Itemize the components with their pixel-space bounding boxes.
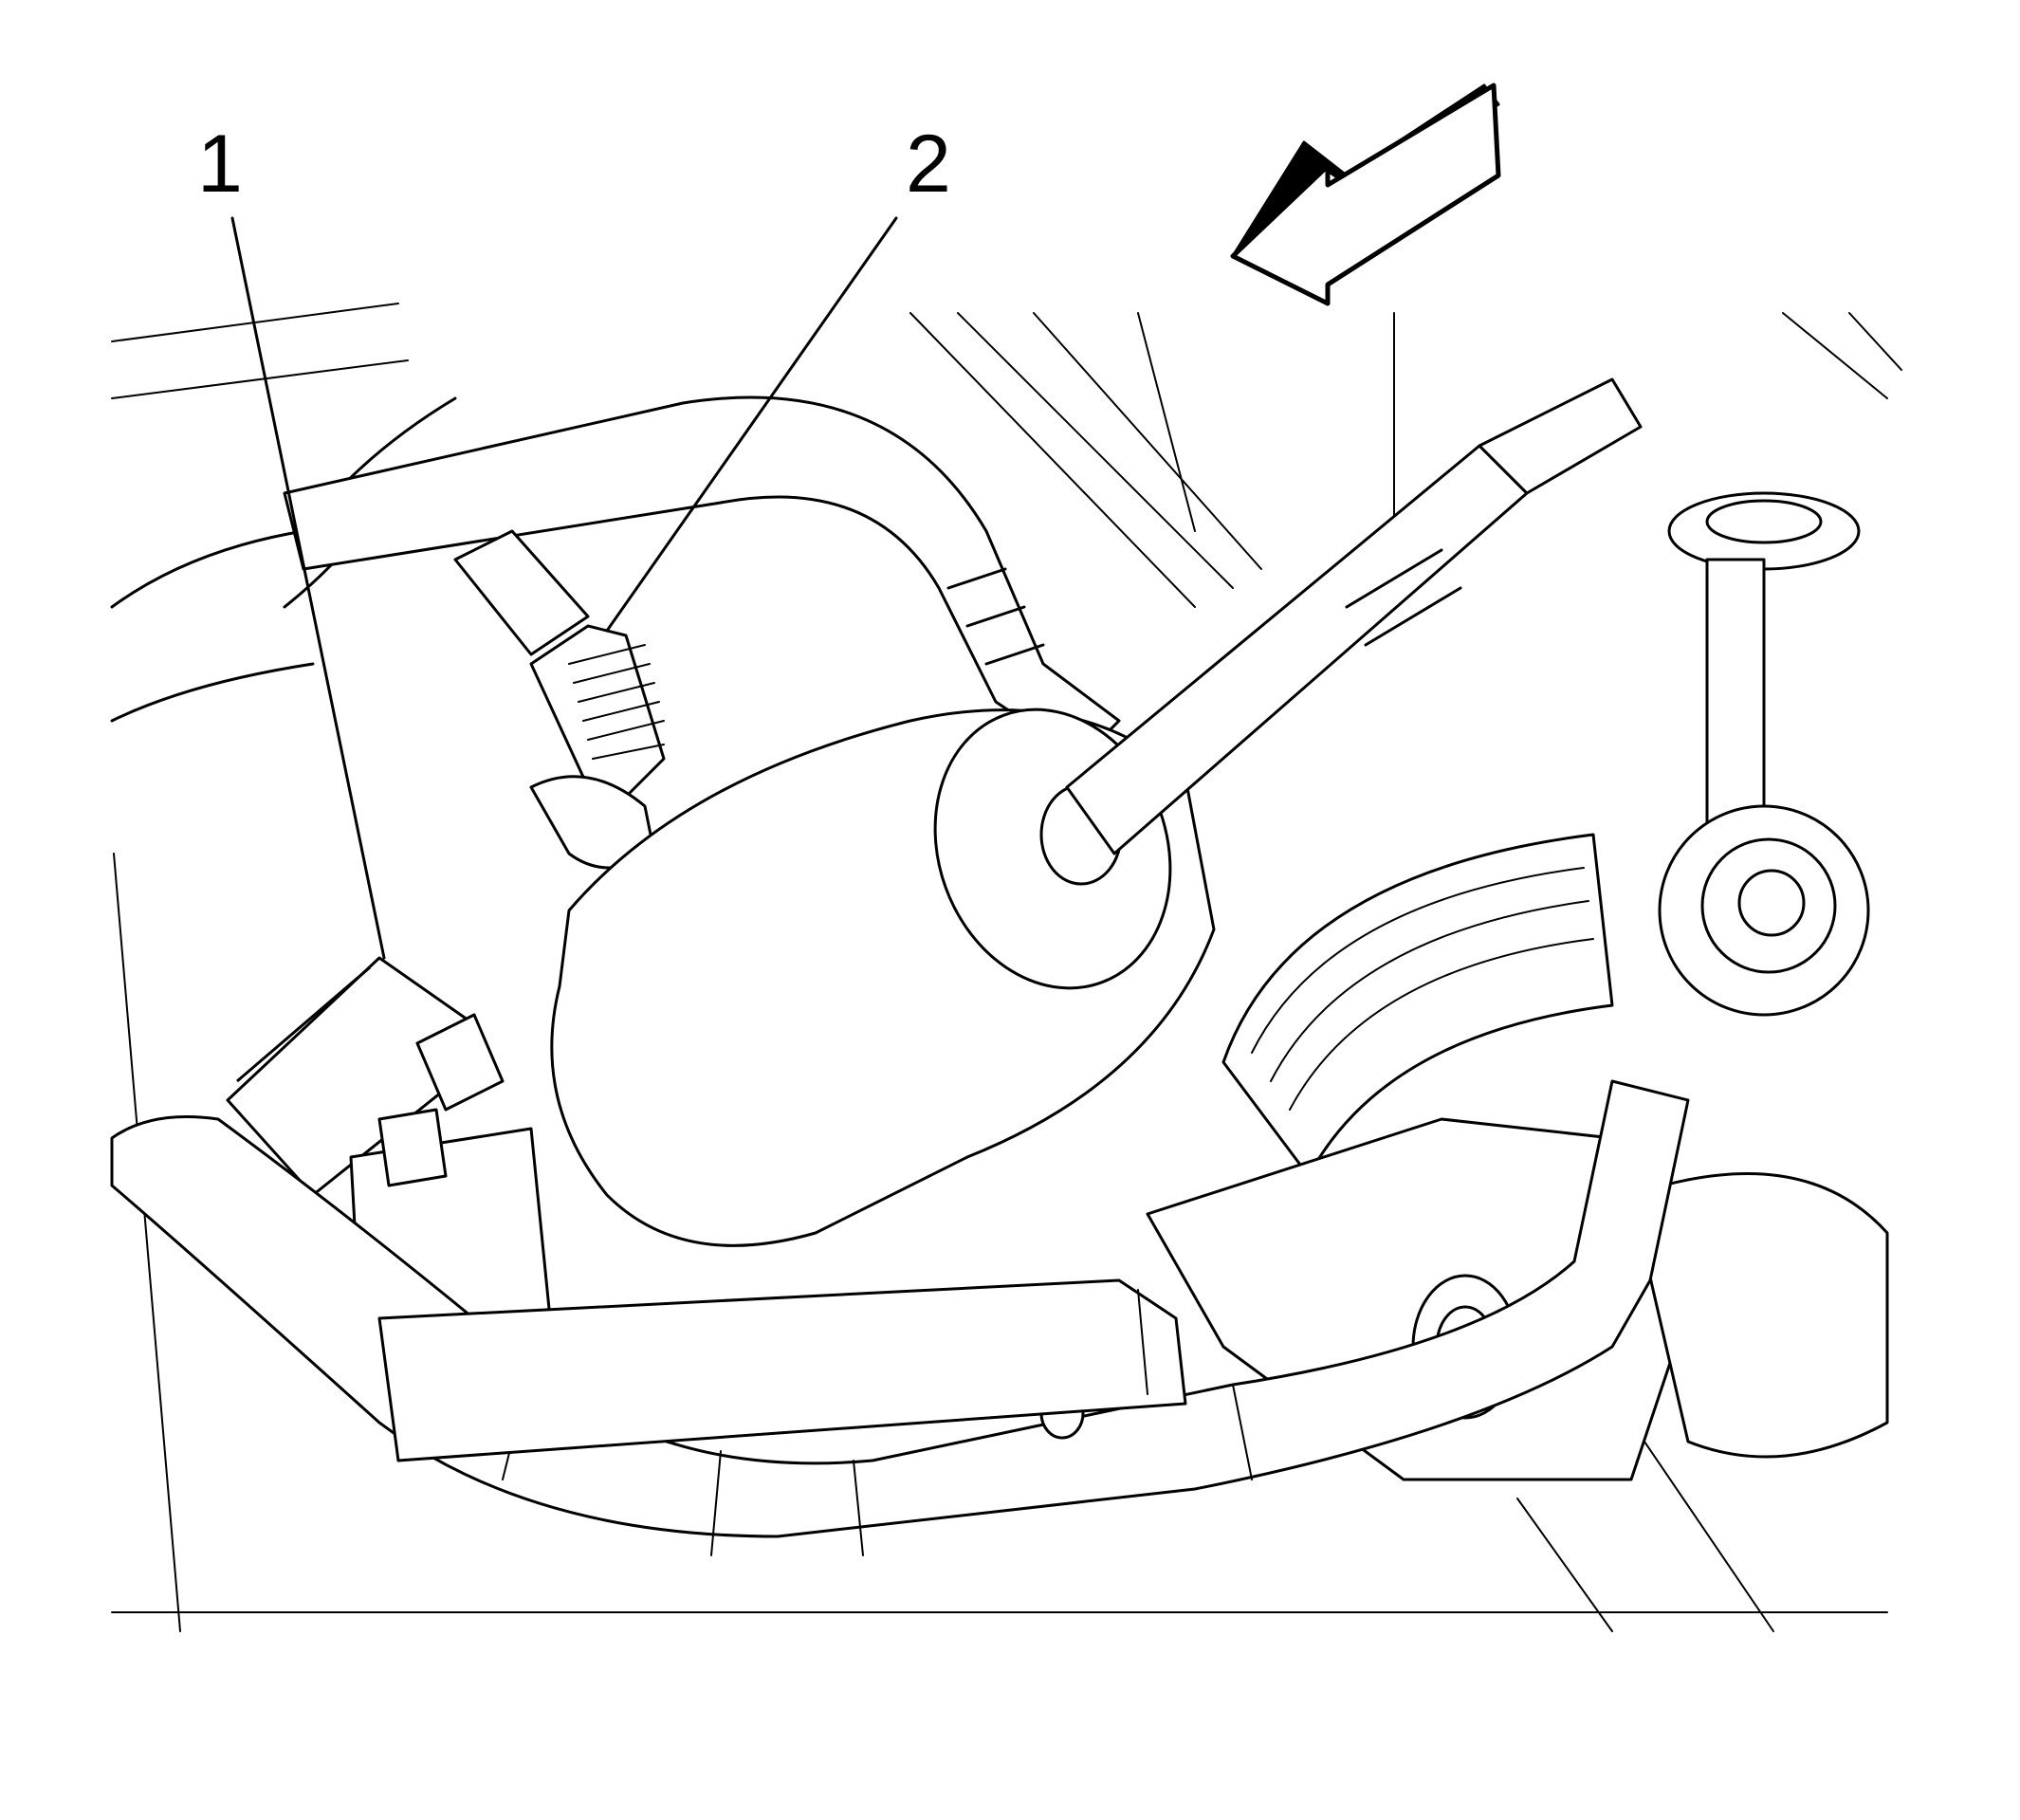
stabilizer-link [1658,491,1870,1017]
drive-shaft [1065,377,1643,855]
pulley-assembly [1221,833,1614,1178]
upper-tube [283,395,1121,761]
converter-housing [550,708,1216,1247]
callout-1-label: 1 [197,119,243,210]
direction-arrow-icon [1230,83,1501,306]
callout-2-leader [605,216,898,633]
callout-2-label: 2 [906,119,951,210]
callout-leaders [230,216,898,960]
oxygen-sensor [453,529,666,870]
frame-rail [377,1278,1187,1462]
callout-1-leader [230,216,386,960]
